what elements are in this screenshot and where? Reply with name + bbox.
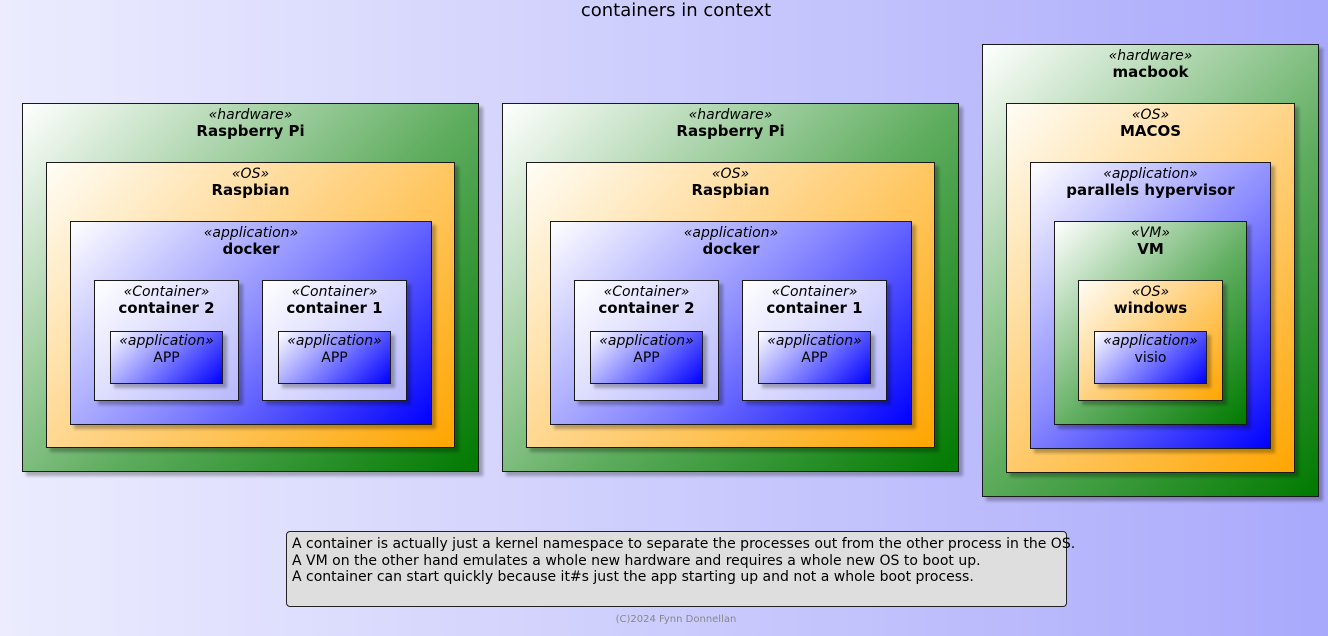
application-parallels-hypervisor[interactable]: «application» parallels hypervisor «VM» … [1030, 162, 1271, 449]
node-name: Raspberry Pi [196, 122, 305, 140]
node-name: APP [801, 350, 828, 366]
hardware-macbook[interactable]: «hardware» macbook «OS» MACOS «applicati… [982, 44, 1319, 497]
stereotype-label: «application» [1103, 166, 1198, 182]
node-name: visio [1134, 350, 1167, 366]
node-name: container 1 [286, 299, 383, 317]
note-line: A VM on the other hand emulates a whole … [292, 552, 981, 569]
stereotype-label: «OS» [231, 166, 270, 182]
stereotype-label: «hardware» [208, 107, 293, 123]
container-1-rpi2[interactable]: «Container» container 1 «application» AP… [742, 280, 887, 401]
stereotype-label: «application» [119, 333, 214, 349]
node-name: container 2 [118, 299, 215, 317]
copyright-footer: (C)2024 Fynn Donnellan [615, 614, 737, 625]
stereotype-label: «OS» [1131, 107, 1170, 123]
hardware-raspberry-pi-2[interactable]: «hardware» Raspberry Pi «OS» Raspbian «a… [502, 103, 959, 472]
stereotype-label: «application» [203, 225, 299, 241]
app-node[interactable]: «application» APP [590, 331, 703, 384]
node-name: docker [702, 240, 760, 258]
container-2-rpi1[interactable]: «Container» container 2 «application» AP… [94, 280, 239, 401]
note-line: A container is actually just a kernel na… [292, 536, 1076, 552]
stereotype-label: «Container» [291, 284, 378, 300]
container-2-rpi2[interactable]: «Container» container 2 «application» AP… [574, 280, 719, 401]
app-node[interactable]: «application» APP [110, 331, 223, 384]
node-name: VM [1137, 240, 1164, 258]
stereotype-label: «hardware» [1108, 48, 1193, 64]
node-name: Raspbian [691, 181, 770, 199]
node-name: APP [321, 350, 348, 366]
note-line: A container can start quickly because it… [292, 569, 974, 585]
stereotype-label: «application» [287, 333, 382, 349]
os-raspbian-2[interactable]: «OS» Raspbian «application» docker «Cont… [526, 162, 935, 448]
node-name: docker [222, 240, 280, 258]
application-docker-2[interactable]: «application» docker «Container» contain… [550, 221, 912, 425]
os-macos[interactable]: «OS» MACOS «application» parallels hyper… [1006, 103, 1295, 473]
node-name: Raspberry Pi [676, 122, 785, 140]
stereotype-label: «OS» [1131, 284, 1170, 300]
node-name: Raspbian [211, 181, 290, 199]
stereotype-label: «OS» [711, 166, 750, 182]
application-docker-1[interactable]: «application» docker «Container» contain… [70, 221, 432, 425]
node-name: container 1 [766, 299, 863, 317]
node-name: windows [1113, 299, 1188, 317]
os-raspbian-1[interactable]: «OS» Raspbian «application» docker «Cont… [46, 162, 455, 448]
stereotype-label: «application» [767, 333, 862, 349]
hardware-raspberry-pi-1[interactable]: «hardware» Raspberry Pi «OS» Raspbian «a… [22, 103, 479, 472]
stereotype-label: «application» [1103, 333, 1198, 349]
node-name: macbook [1112, 63, 1189, 81]
stereotype-label: «Container» [771, 284, 858, 300]
app-node[interactable]: «application» APP [758, 331, 871, 384]
stereotype-label: «application» [599, 333, 694, 349]
diagram-title: containers in context [580, 0, 772, 21]
stereotype-label: «hardware» [688, 107, 773, 123]
application-visio[interactable]: «application» visio [1094, 331, 1207, 384]
stereotype-label: «VM» [1131, 225, 1170, 241]
node-name: MACOS [1119, 122, 1182, 140]
node-name: parallels hypervisor [1066, 181, 1235, 199]
container-1-rpi1[interactable]: «Container» container 1 «application» AP… [262, 280, 407, 401]
stereotype-label: «Container» [603, 284, 690, 300]
node-name: container 2 [598, 299, 695, 317]
stereotype-label: «application» [683, 225, 779, 241]
app-node[interactable]: «application» APP [278, 331, 391, 384]
os-windows[interactable]: «OS» windows «application» visio [1078, 280, 1223, 401]
vm-node[interactable]: «VM» VM «OS» windows «application» visio [1054, 221, 1247, 425]
node-name: APP [153, 350, 180, 366]
node-name: APP [633, 350, 660, 366]
explanation-note: A container is actually just a kernel na… [286, 531, 1076, 607]
stereotype-label: «Container» [123, 284, 210, 300]
